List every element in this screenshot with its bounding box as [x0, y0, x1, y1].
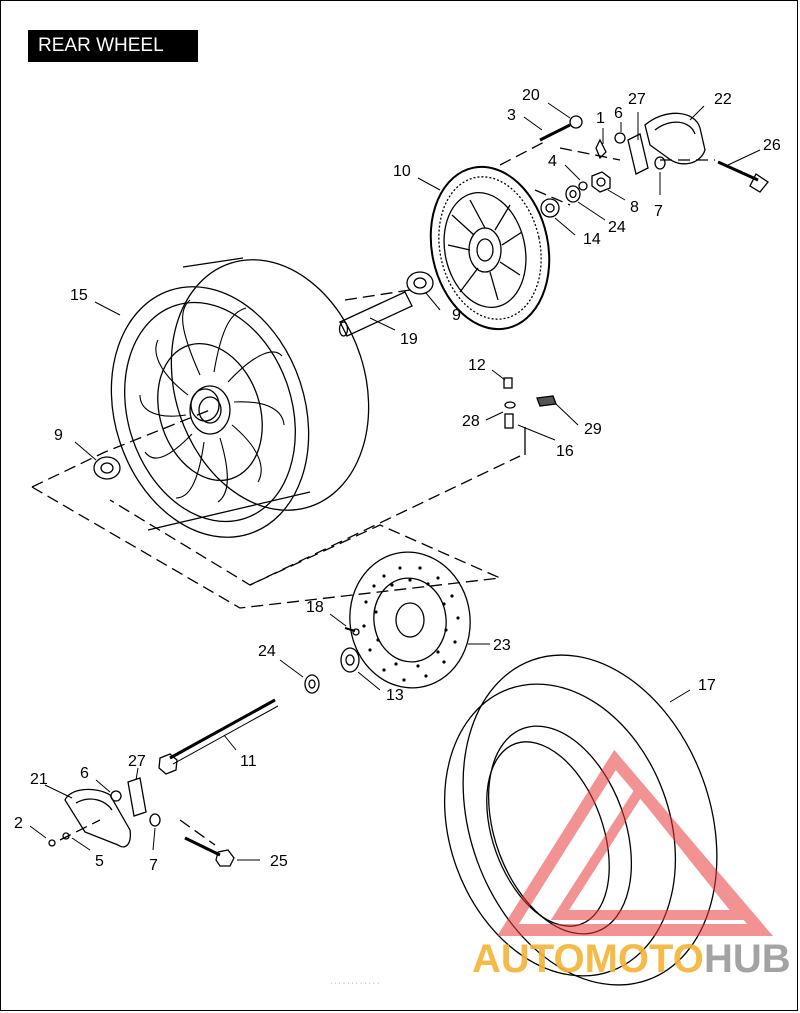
label-23: 23: [493, 637, 511, 654]
screw-2: [48, 839, 56, 847]
screw-26: [717, 160, 769, 193]
watermark-brand-b: HUB: [704, 937, 791, 981]
cap-20: [569, 115, 583, 129]
label-15: 15: [70, 287, 88, 304]
rear-wheel-rim: [110, 257, 370, 538]
label-5: 5: [95, 853, 104, 870]
leader-lines: [29, 102, 761, 861]
label-24-lower: 24: [258, 643, 276, 660]
label-6-lower: 6: [80, 765, 89, 782]
nut-8: [591, 171, 611, 193]
label-27-upper: 27: [628, 91, 646, 108]
label-2: 2: [14, 815, 23, 832]
part-labels: 20 3 1 6 27 22 26 10 4 8 7 24 14 15 9 19…: [14, 87, 781, 874]
label-29: 29: [584, 421, 602, 438]
washer-6-upper: [614, 132, 626, 144]
label-9-upper: 9: [452, 307, 461, 324]
footer-text: · · · · · · · · · · · ·: [330, 980, 380, 987]
label-6-upper: 6: [614, 105, 623, 122]
washer-6-lower: [110, 790, 122, 802]
label-3: 3: [507, 107, 516, 124]
brake-disc-holes: [362, 566, 460, 682]
label-20: 20: [522, 87, 540, 104]
axle-cover-left: [64, 788, 131, 848]
label-22: 22: [714, 91, 732, 108]
wheel-bearing-lower: [93, 456, 121, 480]
label-21: 21: [30, 771, 48, 788]
label-17: 17: [698, 677, 716, 694]
watermark-triangle-outer: [497, 749, 774, 936]
screw-25: [184, 836, 235, 867]
label-8: 8: [630, 199, 639, 216]
cotter-pin-1: [595, 138, 607, 160]
spacer-13: [340, 647, 360, 673]
block-27-lower: [127, 777, 147, 817]
label-27-lower: 27: [128, 753, 146, 770]
axle-spacer: [338, 291, 413, 337]
block-27-upper: [627, 133, 649, 175]
washer-24-upper: [565, 185, 581, 203]
wheel-bearing-upper: [406, 271, 434, 295]
valve-stem-parts: [503, 377, 557, 429]
watermark-logo: [497, 749, 774, 936]
washer-4: [578, 181, 588, 191]
adjuster-bolt-3: [539, 123, 571, 142]
washer-5: [62, 832, 70, 840]
washer-24-lower: [304, 674, 320, 694]
label-26: 26: [763, 137, 781, 154]
nut-7-lower: [149, 813, 161, 827]
label-10: 10: [393, 163, 411, 180]
assembly-lines: [31, 139, 715, 846]
page-title: REAR WHEEL: [28, 30, 198, 62]
nut-7-upper: [654, 156, 666, 170]
watermark-brand-a: AUTOMOTO: [472, 937, 704, 981]
label-18: 18: [306, 599, 324, 616]
label-16: 16: [556, 443, 574, 460]
rear-tire: [443, 654, 718, 986]
rear-axle: [158, 698, 279, 775]
label-4: 4: [548, 153, 557, 170]
rear-sprocket: [429, 165, 551, 331]
label-25: 25: [270, 853, 288, 870]
label-13: 13: [386, 687, 404, 704]
label-12: 12: [468, 357, 486, 374]
label-11: 11: [240, 753, 257, 770]
label-7-upper: 7: [654, 203, 663, 220]
label-1: 1: [596, 110, 605, 127]
screw-18: [344, 627, 360, 636]
watermark-triangle-inner: [550, 781, 751, 920]
label-24-upper: 24: [608, 219, 626, 236]
label-14: 14: [583, 231, 601, 248]
label-7-lower: 7: [149, 857, 158, 874]
label-9-lower: 9: [54, 427, 63, 444]
label-19: 19: [400, 331, 418, 348]
axle-cover-right: [644, 112, 706, 165]
sprocket-spacer: [540, 198, 560, 218]
brake-disc: [349, 551, 471, 689]
label-28: 28: [462, 413, 480, 430]
